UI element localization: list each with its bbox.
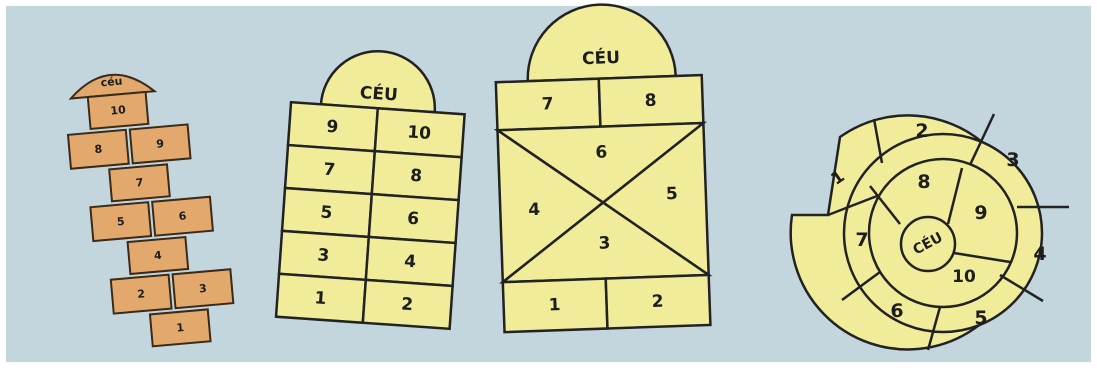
- spiral-cell-label: 5: [974, 307, 987, 329]
- triangle-cell-label: 3: [598, 233, 611, 253]
- orange-cell-label: 10: [110, 103, 127, 117]
- grid-cell-label: 8: [410, 166, 423, 187]
- orange-cell-label: 9: [156, 137, 165, 151]
- orange-cell-label: 5: [116, 215, 125, 229]
- spiral-cell-label: 6: [890, 300, 903, 322]
- triangle-cell-label: 5: [666, 184, 679, 204]
- grid-cell-label: 6: [407, 209, 420, 230]
- triangle-cell-label: 6: [595, 142, 608, 162]
- triangle-cell-label: 7: [541, 94, 554, 114]
- grid-cell-label: 9: [326, 117, 339, 138]
- triangle-cell-label: 8: [644, 91, 657, 111]
- spiral-cell-label: 2: [915, 120, 928, 142]
- orange-top-label: céu: [100, 74, 123, 89]
- spiral-cell-label: 7: [855, 229, 868, 251]
- spiral-cell-label: 3: [1006, 149, 1019, 171]
- triangle-cell-label: 2: [651, 292, 664, 312]
- triangle-cell-label: 1: [548, 295, 561, 315]
- spiral-cell-label: 4: [1033, 243, 1046, 265]
- spiral-cell-label: 9: [974, 202, 987, 224]
- orange-cell-label: 3: [199, 282, 208, 296]
- grid-cell-label: 5: [320, 203, 333, 224]
- orange-cell-label: 6: [178, 209, 187, 223]
- orange-cell-label: 2: [137, 287, 146, 301]
- spiral-cell-label: 10: [952, 267, 976, 287]
- grid-cell-label: 1: [314, 288, 327, 309]
- orange-cell-label: 8: [94, 142, 103, 156]
- grid-cell-label: 10: [407, 122, 432, 144]
- grid-top-label: CÉU: [359, 81, 398, 106]
- orange-cell-label: 4: [153, 249, 162, 263]
- grid-cell-label: 4: [404, 252, 417, 273]
- orange-cell-label: 7: [135, 176, 144, 190]
- triangle-top-label: CÉU: [582, 46, 621, 69]
- grid-cell-label: 3: [317, 245, 330, 266]
- triangle-cell-label: 4: [528, 200, 541, 220]
- orange-cell-label: 1: [176, 321, 185, 335]
- grid-cell-label: 2: [401, 294, 414, 315]
- spiral-cell-label: 8: [917, 171, 930, 193]
- grid-cell-label: 7: [323, 160, 336, 181]
